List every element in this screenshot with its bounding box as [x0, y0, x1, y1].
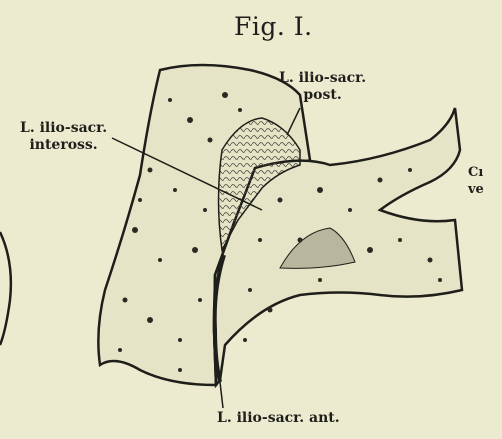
left-edge-partial-bone: [0, 232, 11, 345]
label-ilio-sacr-post: L. ilio-sacr. post.: [279, 70, 366, 104]
label-cut-off-right-line2: ve: [468, 181, 484, 198]
label-cut-off-right: Cı ve: [468, 164, 484, 198]
label-ilio-sacr-inteross-line2: inteross.: [20, 137, 107, 154]
label-cut-off-right-line1: Cı: [468, 164, 484, 181]
leader-line-ant: [220, 382, 223, 408]
label-ilio-sacr-inteross-line1: L. ilio-sacr.: [20, 120, 107, 137]
label-ilio-sacr-ant: L. ilio-sacr. ant.: [217, 410, 340, 427]
label-ilio-sacr-post-line2: post.: [279, 87, 366, 104]
figure-title: Fig. I.: [234, 12, 313, 41]
label-ilio-sacr-inteross: L. ilio-sacr. inteross.: [20, 120, 107, 154]
label-ilio-sacr-post-line1: L. ilio-sacr.: [279, 70, 366, 87]
